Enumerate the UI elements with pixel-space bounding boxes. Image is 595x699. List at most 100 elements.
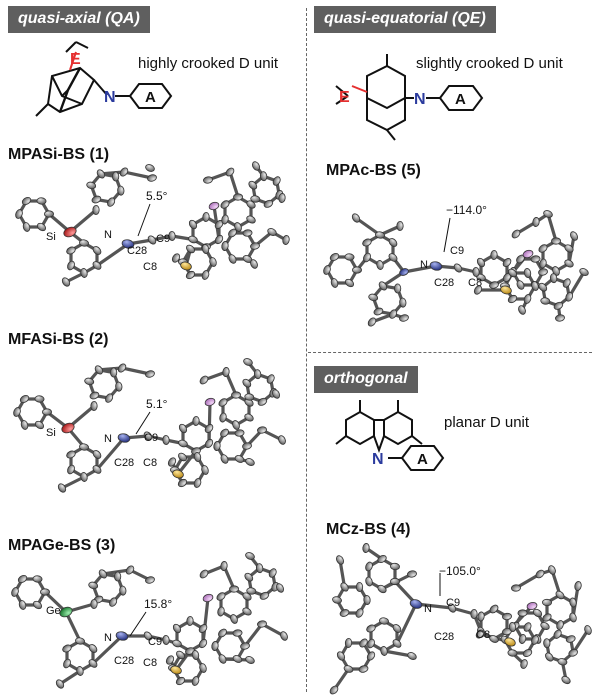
atom xyxy=(96,169,106,179)
atom xyxy=(198,638,208,649)
atom xyxy=(217,606,225,617)
atom xyxy=(399,314,409,322)
atom xyxy=(186,616,194,626)
atom xyxy=(263,199,274,208)
atom xyxy=(336,651,346,661)
atom xyxy=(250,242,260,250)
atom xyxy=(188,219,198,230)
atom xyxy=(22,222,31,232)
atom xyxy=(34,395,45,403)
compound-name-4: MCz-BS (4) xyxy=(326,521,411,538)
atom xyxy=(193,478,202,488)
bond xyxy=(207,400,212,446)
atom xyxy=(185,270,196,280)
atom xyxy=(551,237,561,245)
atom xyxy=(332,596,342,604)
atom xyxy=(253,369,262,380)
atom xyxy=(540,297,551,305)
crystal-structure-3 xyxy=(11,552,288,689)
atom xyxy=(234,429,245,437)
atom xyxy=(76,666,84,676)
atom xyxy=(363,252,371,263)
atom xyxy=(242,378,252,388)
compound-name-3: MPAGe-BS (3) xyxy=(8,537,116,554)
atom xyxy=(344,278,355,288)
atom xyxy=(218,628,227,638)
atom xyxy=(553,301,564,310)
atom xyxy=(272,176,281,186)
atom xyxy=(250,195,261,203)
atom xyxy=(472,267,480,277)
atom xyxy=(555,314,565,322)
scheme-qa-E-label: E xyxy=(70,51,81,68)
atom-C9-4: C9 xyxy=(446,597,460,609)
atom-Si-1: Si xyxy=(46,231,56,243)
atom xyxy=(44,210,55,218)
atom xyxy=(388,253,398,262)
atom xyxy=(11,587,19,597)
atom xyxy=(392,624,402,633)
atom xyxy=(117,185,125,196)
atom xyxy=(119,585,127,596)
atom xyxy=(542,598,552,607)
labels-structure-2: 5.1° N C9 C28 C8 Si xyxy=(46,397,168,469)
atom xyxy=(540,621,550,631)
atom xyxy=(172,639,182,648)
atom xyxy=(344,638,353,648)
atom xyxy=(88,659,98,668)
crystal-structure-4 xyxy=(329,543,592,695)
atom xyxy=(191,676,200,686)
atom xyxy=(20,420,29,430)
atom xyxy=(36,197,47,205)
atom xyxy=(275,583,285,593)
atom xyxy=(523,268,532,278)
atom xyxy=(407,652,417,660)
atom xyxy=(507,649,518,657)
atom xyxy=(98,569,108,579)
atom xyxy=(109,597,118,607)
atom xyxy=(379,617,389,625)
atom xyxy=(92,246,102,255)
bond xyxy=(91,634,124,666)
atom xyxy=(330,278,339,288)
atom xyxy=(556,620,564,630)
atom xyxy=(246,215,256,224)
atom xyxy=(115,381,123,392)
atom xyxy=(409,599,423,609)
atom-C9-1: C9 xyxy=(156,233,170,245)
atom xyxy=(278,435,286,445)
bond xyxy=(228,170,240,199)
atom xyxy=(220,428,229,438)
atom xyxy=(145,576,155,584)
atom xyxy=(143,431,153,441)
atom xyxy=(365,561,373,572)
bond xyxy=(64,610,82,643)
atom xyxy=(180,261,192,271)
atom xyxy=(367,638,375,649)
atom xyxy=(244,393,255,401)
atom xyxy=(209,257,217,267)
scheme-quasi-axial xyxy=(35,41,173,117)
atom xyxy=(233,193,243,201)
atom xyxy=(21,196,32,206)
atom-C28-1: C28 xyxy=(127,245,147,257)
scheme-quasi-equatorial xyxy=(335,54,484,141)
atom xyxy=(94,365,104,375)
dihedral-angle-5: −114.0° xyxy=(446,203,487,217)
atom xyxy=(107,197,116,207)
vertical-divider xyxy=(306,8,307,692)
atom xyxy=(75,637,85,645)
scheme-orthogonal xyxy=(335,400,445,471)
atom xyxy=(516,280,525,290)
atom xyxy=(121,239,135,249)
labels-structure-1: 5.5° N C9 C28 C8 Si xyxy=(46,189,170,273)
atom xyxy=(90,599,98,609)
atom xyxy=(17,574,28,584)
atom xyxy=(32,600,43,610)
atom xyxy=(257,620,267,628)
atom xyxy=(234,222,242,232)
atom xyxy=(202,212,210,222)
atom xyxy=(175,676,186,686)
atom xyxy=(168,231,176,241)
